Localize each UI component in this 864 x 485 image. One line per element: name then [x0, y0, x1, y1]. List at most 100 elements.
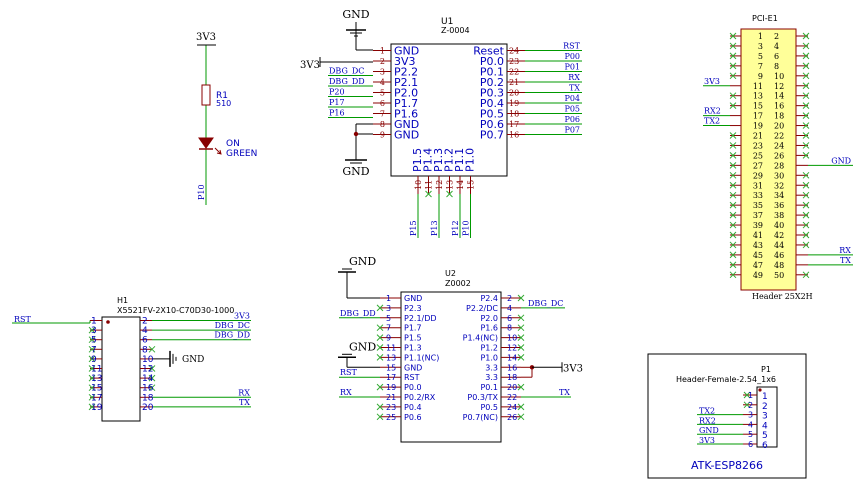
u2-pin-number: 5 — [386, 314, 391, 323]
u1-pin-number: 14 — [456, 180, 465, 190]
no-connect-stroke — [88, 393, 96, 401]
u2-pin-number: 23 — [386, 403, 396, 412]
no-connect-stroke — [802, 62, 810, 70]
no-connect-stroke — [802, 171, 810, 179]
u2-pin-name: P1.1(NC) — [404, 353, 439, 362]
pci-pin-number: 41 — [753, 231, 763, 240]
no-connect-stroke — [729, 171, 737, 179]
h1-pin-number: 7 — [91, 345, 97, 355]
u2-pin-number: 9 — [386, 334, 391, 343]
led-label-green: GREEN — [226, 149, 257, 159]
pci-pin-number: 15 — [753, 102, 763, 111]
u1-bottom-net: P10 — [462, 220, 471, 236]
u2-pin-name: P1.3 — [404, 344, 422, 353]
no-connect-stroke — [743, 401, 751, 409]
h1-pin-number: 1 — [91, 317, 97, 327]
pci-pin-number: 8 — [774, 62, 779, 71]
no-connect-stroke — [802, 152, 810, 159]
no-connect-stroke — [729, 271, 737, 279]
no-connect-stroke — [729, 62, 737, 70]
no-connect-stroke — [517, 354, 525, 361]
u2-value: Z0002 — [445, 279, 471, 288]
u1-pin-number: 5 — [380, 89, 385, 98]
h1-pin-number: 4 — [142, 326, 148, 336]
u2-ref: U2 — [445, 269, 456, 278]
no-connect-mark — [376, 334, 384, 341]
u2-pin-number: 10 — [507, 334, 517, 343]
u1-right-net: P07 — [564, 126, 580, 135]
u2-pin-number: 17 — [386, 373, 396, 382]
no-connect-mark — [802, 82, 810, 90]
pci-pin-number: 12 — [774, 82, 784, 91]
p1-value: Header-Female-2.54_1x6 — [676, 375, 776, 384]
u1-left-net: P16 — [329, 109, 345, 118]
power-label-3v3: 3V3 — [196, 32, 216, 43]
r1-value: 510 — [216, 99, 231, 108]
no-connect-mark — [729, 142, 737, 149]
u1-right-net: P00 — [564, 52, 580, 61]
gnd-label: GND — [349, 340, 376, 353]
no-connect-stroke — [517, 314, 525, 322]
u1-left-net: P17 — [329, 98, 345, 107]
u2-pin-name: P0.1 — [480, 383, 498, 392]
u2-pin-number: 19 — [386, 383, 396, 392]
pci-pin-number: 14 — [774, 92, 784, 101]
u1-pin-number: 9 — [380, 131, 385, 140]
u2-pin-number: 11 — [386, 344, 396, 353]
u1-pin-name: P1.2 — [443, 148, 456, 172]
h1-pin1-marker — [106, 320, 110, 324]
no-connect-mark — [88, 326, 96, 334]
h1-pin-number: 11 — [91, 365, 102, 375]
pci-pin-number: 33 — [753, 191, 763, 200]
no-connect-stroke — [88, 374, 96, 382]
no-connect-stroke — [729, 52, 737, 60]
h1-pin-number: 16 — [142, 384, 154, 394]
junction-dot — [353, 131, 359, 137]
u1-pin-name: P0.1 — [480, 66, 504, 79]
p1-net: RX2 — [699, 416, 716, 425]
u2-pin-name: P1.2 — [480, 344, 498, 353]
u2-pin-number: 7 — [386, 324, 391, 333]
pci-left-net: TX2 — [704, 117, 720, 126]
p1-pin-number: 3 — [748, 411, 753, 420]
pci-pin-number: 5 — [758, 52, 763, 61]
no-connect-stroke — [376, 403, 384, 411]
no-connect-mark — [802, 171, 810, 179]
h1-pin-number: 15 — [91, 384, 102, 394]
u1-pin-number: 22 — [509, 68, 519, 77]
no-connect-mark — [425, 190, 432, 198]
h1-pin-number: 18 — [142, 393, 154, 403]
u2-pin-name: P1.7 — [404, 324, 422, 333]
pci-pin-number: 4 — [774, 42, 779, 51]
u1-pin-number: 2 — [380, 57, 385, 66]
led-ray — [214, 147, 222, 155]
no-connect-mark — [376, 344, 384, 351]
wires — [12, 45, 853, 445]
h1-body — [101, 316, 141, 422]
no-connect-stroke — [729, 161, 737, 169]
h1-gnd-label: GND — [182, 355, 204, 365]
no-connect-stroke — [517, 294, 525, 302]
u1-right-net: RX — [568, 73, 580, 82]
u1-pin-name: P0.4 — [480, 97, 504, 110]
u2-pin-number: 12 — [507, 344, 517, 353]
no-connect-mark — [802, 211, 810, 219]
no-connect-mark — [802, 112, 810, 119]
no-connect-mark — [729, 241, 737, 249]
no-connect-stroke — [802, 142, 810, 149]
u1-pin-name: P2.0 — [394, 87, 418, 100]
no-connect-mark — [802, 32, 810, 40]
no-connect-mark — [802, 181, 810, 189]
no-connect-stroke — [729, 261, 737, 269]
no-connect-mark — [729, 221, 737, 229]
led-body — [198, 137, 214, 149]
p1-pin-number: 4 — [748, 420, 753, 429]
pci-pin-number: 24 — [774, 141, 784, 150]
r1-ref: R1 — [216, 91, 228, 101]
u2-pin-number: 6 — [507, 314, 512, 323]
u1-right-net: P06 — [564, 115, 580, 124]
no-connect-mark — [802, 142, 810, 149]
u1-pin-number: 7 — [380, 110, 385, 119]
u1-left-net: DBG_DD — [329, 77, 365, 86]
